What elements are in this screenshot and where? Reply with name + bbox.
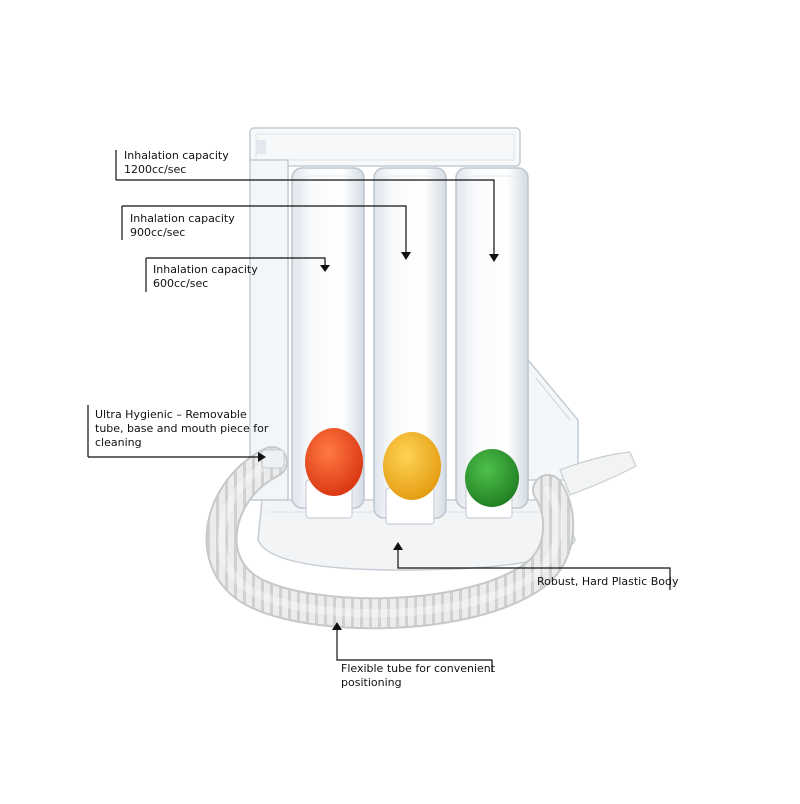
label-hygienic-line3: cleaning: [95, 436, 142, 449]
label-plastic-body-line1: Robust, Hard Plastic Body: [537, 575, 679, 588]
label-capacity-600: Inhalation capacity 600cc/sec: [153, 263, 258, 291]
label-flexible-tube-line1: Flexible tube for convenient: [341, 662, 496, 675]
annotation-lines: [87, 150, 671, 672]
label-plastic-body: Robust, Hard Plastic Body: [537, 575, 679, 589]
label-capacity-600-line2: 600cc/sec: [153, 277, 209, 290]
label-hygienic: Ultra Hygienic – Removable tube, base an…: [95, 408, 268, 450]
label-flexible-tube: Flexible tube for convenient positioning: [341, 662, 495, 690]
label-capacity-1200-line1: Inhalation capacity: [124, 149, 229, 162]
flexible-hose: [205, 446, 575, 630]
ball-green: [465, 449, 519, 507]
ball-orange: [305, 428, 363, 496]
chamber-middle: [373, 167, 447, 519]
label-capacity-900-line2: 900cc/sec: [130, 226, 186, 239]
back-panel: [249, 127, 521, 501]
label-hygienic-line1: Ultra Hygienic – Removable: [95, 408, 247, 421]
label-capacity-900: Inhalation capacity 900cc/sec: [130, 212, 235, 240]
ball-yellow: [383, 432, 441, 500]
annotation-arrows: [258, 252, 499, 630]
label-hygienic-line2: tube, base and mouth piece for: [95, 422, 269, 435]
label-capacity-600-line1: Inhalation capacity: [153, 263, 258, 276]
label-capacity-900-line1: Inhalation capacity: [130, 212, 235, 225]
label-flexible-tube-line2: positioning: [341, 676, 402, 689]
chamber-left: [291, 167, 365, 509]
label-capacity-1200-line2: 1200cc/sec: [124, 163, 187, 176]
label-capacity-1200: Inhalation capacity 1200cc/sec: [124, 149, 229, 177]
